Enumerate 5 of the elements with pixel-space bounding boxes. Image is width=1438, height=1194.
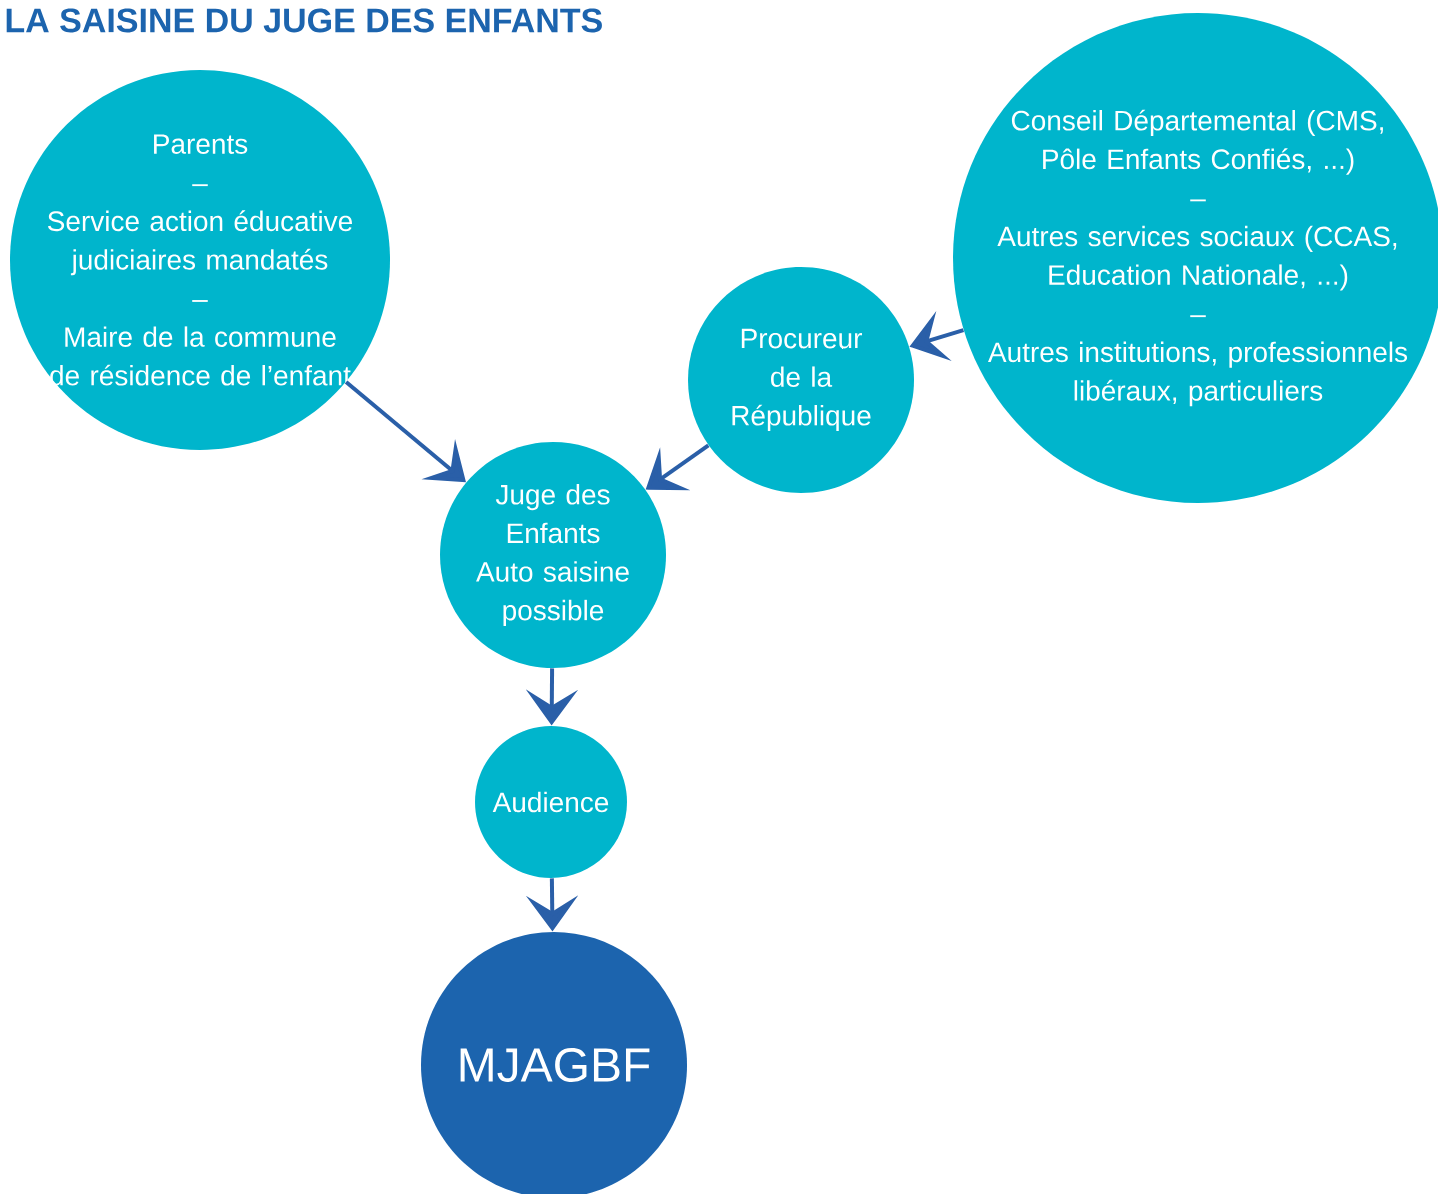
title: LA SAISINE DU JUGE DES ENFANTS (6, 8, 602, 33)
circle-node: Audience (475, 726, 627, 878)
circle-node: Procureur de la République (688, 267, 914, 493)
arrow (344, 380, 466, 483)
circle-node: Juge des Enfants Auto saisine possible (440, 442, 666, 668)
